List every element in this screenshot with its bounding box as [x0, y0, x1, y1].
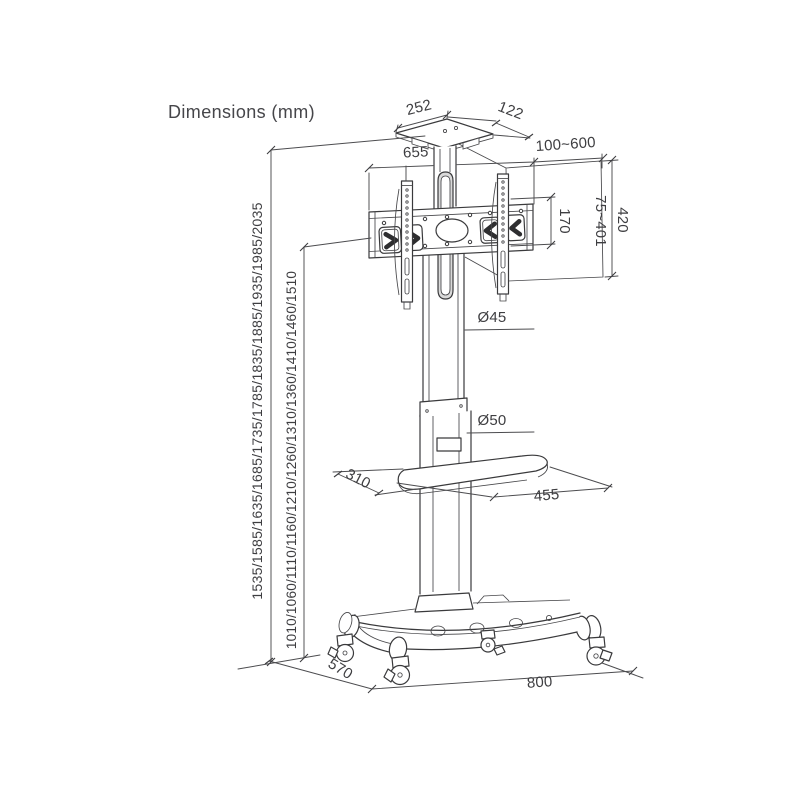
caster-rear-right	[480, 629, 506, 656]
dim-label-lower-pole-diameter: Ø50	[478, 412, 507, 429]
dim-label-upper-pole-diameter: Ø45	[478, 309, 507, 326]
dim-label-mount-plate-height: 420	[614, 207, 631, 233]
dim-label-base-width: 800	[526, 673, 553, 692]
dim-label-top-plate-depth: 122	[496, 98, 526, 123]
page-title: Dimensions (mm)	[168, 102, 315, 122]
rail-holes-right	[500, 180, 506, 288]
dim-label-vesa-width-range: 100~600	[535, 134, 596, 155]
arrow-plate-right-icon	[378, 226, 403, 254]
caster-front-left	[383, 655, 411, 686]
upper-pole	[422, 247, 465, 405]
base-holes	[430, 614, 553, 637]
dim-label-mount-bar-width: 655	[403, 143, 429, 161]
casters	[327, 629, 613, 686]
lower-pole	[419, 410, 472, 595]
caster-front-right	[586, 636, 613, 666]
dim-label-top-plate-width: 252	[404, 96, 433, 119]
dim-label-vesa-height-range: 75~401	[592, 195, 609, 247]
dim-label-bracket-hole-spacing: 170	[556, 208, 573, 234]
shelf	[397, 437, 548, 495]
caster-rear-left	[327, 633, 355, 663]
dimension-ticks	[264, 110, 638, 694]
base	[338, 592, 602, 662]
dim-label-overall-height-options: 1535/1585/1635/1685/1735/1785/1835/1885/…	[250, 202, 266, 599]
vesa-rails	[394, 173, 510, 310]
dim-label-screen-center-height-options: 1010/1060/1110/1160/1210/1260/1310/1360/…	[284, 271, 299, 649]
dimension-lines	[237, 110, 644, 694]
dim-label-shelf-width: 455	[533, 486, 560, 505]
arrow-plate-left-icon	[504, 214, 526, 242]
rail-holes-left	[404, 188, 410, 295]
arrow-plate-left-icon	[479, 216, 502, 244]
